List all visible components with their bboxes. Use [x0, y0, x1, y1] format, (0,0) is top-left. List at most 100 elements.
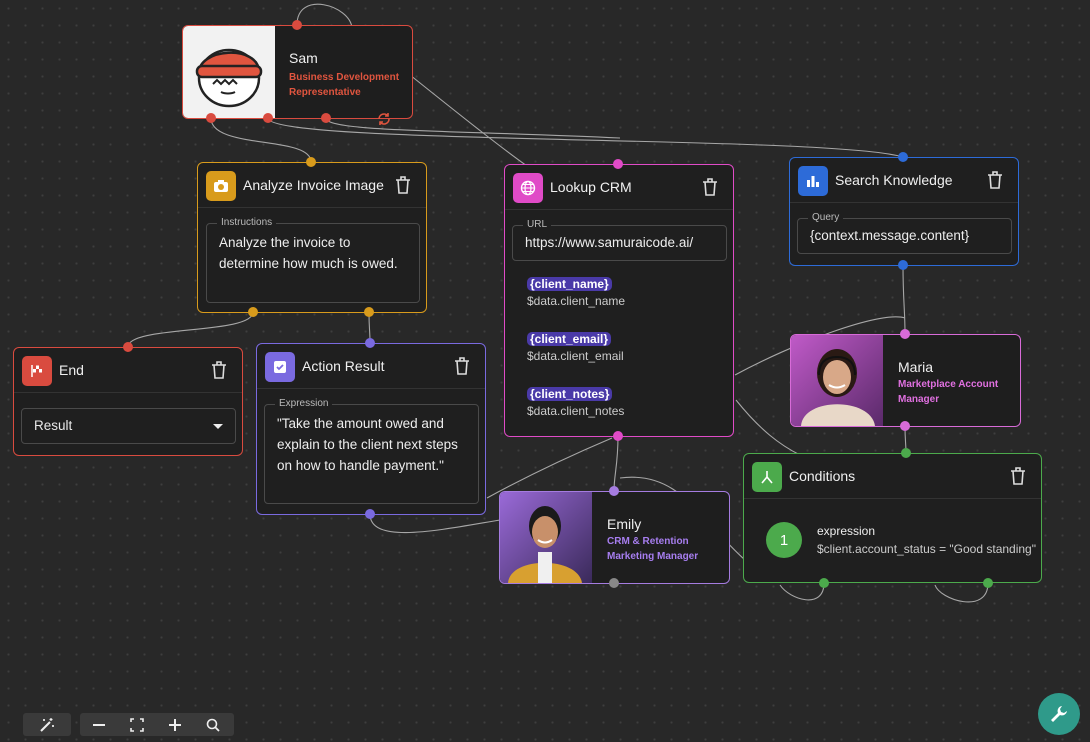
- param-client-name[interactable]: {client_name} $data.client_name: [527, 275, 625, 308]
- param-value: $data.client_notes: [527, 404, 625, 418]
- url-field[interactable]: URL https://www.samuraicode.ai/: [512, 219, 727, 261]
- handle[interactable]: [609, 486, 619, 496]
- result-select[interactable]: Result: [21, 408, 236, 444]
- end-title: End: [59, 362, 84, 378]
- analyze-invoice-node[interactable]: Analyze Invoice Image Instructions Analy…: [197, 162, 427, 313]
- magic-toolbar: [23, 713, 71, 736]
- search-knowledge-node[interactable]: Search Knowledge Query {context.message.…: [789, 157, 1019, 266]
- sam-avatar: [183, 26, 275, 118]
- handle[interactable]: [898, 260, 908, 270]
- handle[interactable]: [206, 113, 216, 123]
- zoom-toolbar: [80, 713, 234, 736]
- param-client-notes[interactable]: {client_notes} $data.client_notes: [527, 385, 624, 418]
- instructions-value: Analyze the invoice to determine how muc…: [219, 235, 398, 271]
- condition-expression: $client.account_status = "Good standing": [817, 542, 1036, 556]
- emily-role: CRM & Retention Marketing Manager: [607, 536, 699, 562]
- refresh-icon[interactable]: [376, 111, 392, 127]
- handle[interactable]: [306, 157, 316, 167]
- instructions-label: Instructions: [217, 217, 277, 228]
- param-client-email[interactable]: {client_email} $data.client_email: [527, 330, 624, 363]
- edge-search-maria: [902, 264, 906, 335]
- handle[interactable]: [613, 159, 623, 169]
- edge-sam-analyze: [210, 117, 312, 163]
- query-value: {context.message.content}: [810, 228, 970, 243]
- param-value: $data.client_name: [527, 294, 626, 308]
- action-result-node[interactable]: Action Result Expression "Take the amoun…: [256, 343, 486, 515]
- handle[interactable]: [900, 329, 910, 339]
- param-key: {client_email}: [527, 332, 612, 346]
- trash-icon[interactable]: [1009, 466, 1027, 486]
- maria-name: Maria: [898, 359, 934, 375]
- edge-sam-search: [267, 117, 904, 158]
- wrench-icon[interactable]: [1038, 693, 1080, 735]
- globe-icon: [513, 173, 543, 203]
- lookup-title: Lookup CRM: [550, 179, 632, 195]
- edge-sam-lookup: [409, 74, 541, 176]
- query-label: Query: [808, 212, 844, 223]
- fit-view-icon[interactable]: [118, 713, 156, 736]
- edge-cond-loop1: [779, 582, 825, 601]
- expression-value: "Take the amount owed and explain to the…: [277, 416, 458, 473]
- conditions-node[interactable]: Conditions 1 expression $client.account_…: [743, 453, 1042, 583]
- handle[interactable]: [123, 342, 133, 352]
- action-title: Action Result: [302, 358, 385, 374]
- branch-icon: [752, 462, 782, 492]
- search-icon[interactable]: [194, 713, 232, 736]
- emily-name: Emily: [607, 516, 642, 532]
- sam-name: Sam: [289, 50, 318, 66]
- handle[interactable]: [900, 421, 910, 431]
- handle[interactable]: [365, 509, 375, 519]
- condition-number-badge: 1: [766, 522, 802, 558]
- edge-sam-search2: [325, 117, 621, 139]
- finish-flag-icon: [22, 356, 52, 386]
- param-key: {client_notes}: [527, 387, 613, 401]
- url-value: https://www.samuraicode.ai/: [525, 235, 694, 250]
- trash-icon[interactable]: [453, 356, 471, 376]
- emily-node[interactable]: Emily CRM & Retention Marketing Manager: [499, 491, 730, 584]
- trash-icon[interactable]: [701, 177, 719, 197]
- edge-cond-loop2: [934, 582, 989, 603]
- analyze-title: Analyze Invoice Image: [243, 177, 384, 193]
- handle[interactable]: [263, 113, 273, 123]
- checkbox-icon: [265, 352, 295, 382]
- trash-icon[interactable]: [986, 170, 1004, 190]
- condition-label: expression: [817, 524, 876, 538]
- sam-role: Business Development Representative: [289, 72, 400, 98]
- handle[interactable]: [898, 152, 908, 162]
- trash-icon[interactable]: [394, 175, 412, 195]
- magic-wand-icon[interactable]: [23, 713, 71, 736]
- query-field[interactable]: Query {context.message.content}: [797, 212, 1012, 254]
- handle[interactable]: [901, 448, 911, 458]
- expression-label: Expression: [275, 398, 333, 409]
- maria-node[interactable]: Maria Marketplace Account Manager: [790, 334, 1021, 427]
- conditions-title: Conditions: [789, 468, 856, 484]
- expression-field[interactable]: Expression "Take the amount owed and exp…: [264, 398, 479, 504]
- end-node[interactable]: End Result: [13, 347, 243, 456]
- caret-down-icon: [213, 424, 223, 429]
- lookup-crm-node[interactable]: Lookup CRM URL https://www.samuraicode.a…: [504, 164, 734, 437]
- result-select-value: Result: [34, 418, 73, 433]
- handle[interactable]: [248, 307, 258, 317]
- sam-node[interactable]: Sam Business Development Representative: [182, 25, 413, 119]
- param-value: $data.client_email: [527, 349, 624, 363]
- maria-avatar: [791, 335, 883, 426]
- handle[interactable]: [321, 113, 331, 123]
- instructions-field[interactable]: Instructions Analyze the invoice to dete…: [206, 217, 420, 303]
- edge-lookup-action: [486, 437, 613, 499]
- emily-avatar: [500, 492, 592, 583]
- handle[interactable]: [609, 578, 619, 588]
- zoom-out-icon[interactable]: [80, 713, 118, 736]
- url-label: URL: [523, 219, 552, 230]
- trash-icon[interactable]: [210, 360, 228, 380]
- zoom-in-icon[interactable]: [156, 713, 194, 736]
- edge-analyze-end: [127, 311, 254, 348]
- edge-lookup-emily: [613, 435, 619, 492]
- handle[interactable]: [365, 338, 375, 348]
- param-key: {client_name}: [527, 277, 612, 291]
- handle[interactable]: [613, 431, 623, 441]
- handle[interactable]: [364, 307, 374, 317]
- handle[interactable]: [819, 578, 829, 588]
- handle[interactable]: [983, 578, 993, 588]
- handle[interactable]: [292, 20, 302, 30]
- edge-action-emily: [369, 513, 501, 534]
